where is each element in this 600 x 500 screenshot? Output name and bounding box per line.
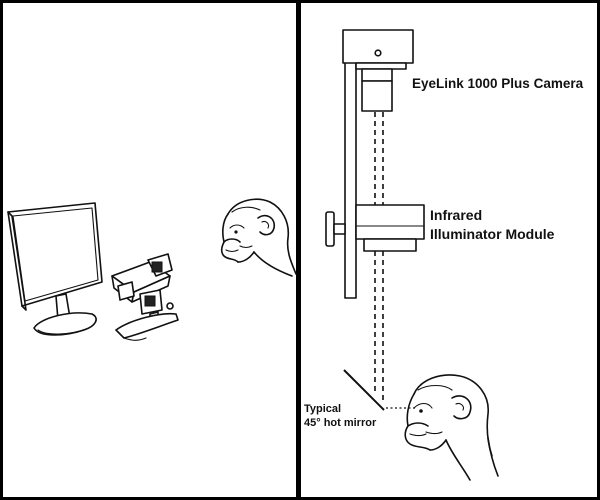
illuminator-label-line1: Infrared xyxy=(430,207,483,223)
mounting-rail xyxy=(344,61,357,299)
monitor-icon xyxy=(7,202,103,336)
monkey-head-icon xyxy=(404,374,499,481)
left-panel xyxy=(7,198,297,341)
optical-path xyxy=(374,112,416,409)
hot-mirror-icon xyxy=(343,369,385,411)
right-panel xyxy=(325,29,499,481)
hot-mirror-label: Typical 45° hot mirror xyxy=(304,402,376,430)
monkey-head-icon xyxy=(220,198,297,277)
hot-mirror-label-line2: 45° hot mirror xyxy=(304,417,377,429)
camera-label: EyeLink 1000 Plus Camera xyxy=(412,76,584,91)
illuminator-icon xyxy=(325,204,425,252)
eye-tracker-camera-icon xyxy=(111,253,179,341)
illuminator-label: Infrared Illuminator Module xyxy=(430,206,554,244)
illuminator-label-line2: Illuminator Module xyxy=(430,226,555,242)
camera-mount-icon xyxy=(342,29,414,112)
hot-mirror-label-line1: Typical xyxy=(304,403,342,415)
panel-divider xyxy=(296,0,301,500)
